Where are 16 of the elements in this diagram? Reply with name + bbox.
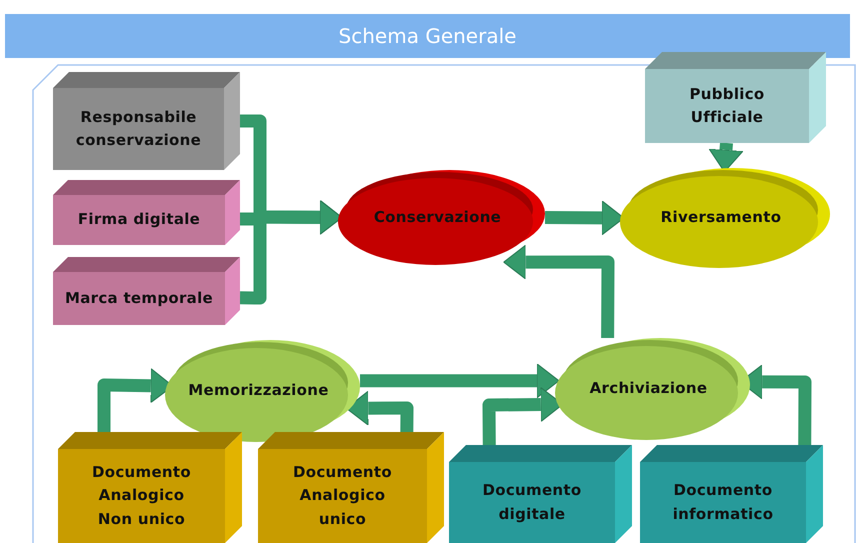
node-label: Conservazione — [374, 206, 502, 228]
title-banner: Schema Generale — [5, 14, 850, 58]
node-label: Documento digitale — [482, 480, 582, 524]
node-label: Marca temporale — [64, 288, 214, 309]
node-label: Memorizzazione — [188, 380, 329, 402]
block-arrow — [503, 244, 614, 338]
node-label: Documento Analogico unico — [292, 462, 393, 530]
node-label: Documento informatico — [672, 480, 774, 524]
node-label: Riversamento — [660, 207, 782, 228]
block-arrow — [360, 363, 560, 398]
node-label: Pubblico Ufficiale — [688, 84, 766, 128]
node-label: Documento Analogico Non unico — [91, 462, 192, 530]
node-label: Archiviazione — [590, 378, 708, 400]
node-label: Firma digitale — [78, 209, 200, 230]
node-label: Responsabile conservazione — [74, 106, 202, 151]
block-arrow — [346, 390, 414, 432]
